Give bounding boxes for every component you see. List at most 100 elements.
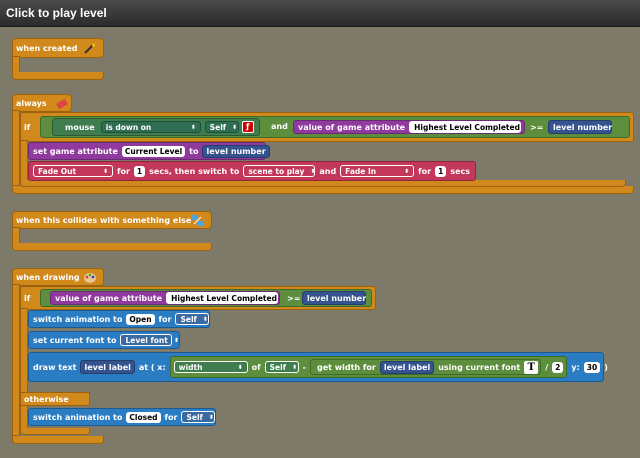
event-when-drawing[interactable]: when drawing xyxy=(12,268,104,286)
value-of-attr-label: value of game attribute xyxy=(298,122,406,132)
otherwise-block[interactable]: otherwise xyxy=(20,392,90,406)
if-block-side xyxy=(20,140,28,182)
for-label: for xyxy=(158,314,172,324)
if-label: if xyxy=(24,123,31,132)
get-width-label: get width for xyxy=(316,362,376,372)
chevron-down-icon: ⬍ xyxy=(291,363,298,371)
game-attribute-value[interactable]: value of game attribute Highest Level Co… xyxy=(293,120,525,134)
actor-picker-icon[interactable]: ƒ xyxy=(241,121,254,133)
set-font-label: set current font to xyxy=(33,335,117,345)
chevron-down-icon: ⬍ xyxy=(190,123,196,131)
divide-value-field[interactable]: 2 xyxy=(552,361,564,373)
event-when-drawing-foot xyxy=(12,436,104,444)
y-label: y: xyxy=(571,362,580,372)
for-label-2: for xyxy=(418,166,432,176)
draw-text-block[interactable]: draw text level label at ( x: width⬍ of … xyxy=(28,352,608,382)
event-always[interactable]: always xyxy=(12,94,72,112)
draw-text-label: draw text xyxy=(33,362,77,372)
event-label: when created xyxy=(16,44,78,53)
at-x-label: at ( x: xyxy=(138,362,166,372)
animation-name-field[interactable]: Open xyxy=(126,313,155,325)
get-width-attribute[interactable]: level label xyxy=(379,360,435,374)
switch-scene-block[interactable]: Fade Out⬍ for 1 secs, then switch to sce… xyxy=(28,161,476,181)
switch-anim-label: switch animation to xyxy=(33,412,123,422)
set-attr-value[interactable]: level number xyxy=(202,144,270,158)
event-label: always xyxy=(16,99,47,108)
chevron-down-icon: ⬍ xyxy=(173,336,179,344)
secs-label: secs xyxy=(450,166,471,176)
then-switch-label: secs, then switch to xyxy=(149,166,240,176)
collision-icon xyxy=(191,214,205,229)
minus-operator: - xyxy=(302,362,306,372)
and-label: and xyxy=(271,122,288,131)
mouse-condition[interactable]: mouse is down on⬍ Self⬍ ƒ xyxy=(52,118,260,136)
text-font-icon: T xyxy=(524,360,539,374)
event-when-drawing-body xyxy=(12,284,20,436)
animation-name-field[interactable]: Closed xyxy=(126,411,161,423)
using-font-label: using current font xyxy=(438,362,521,372)
text-attribute[interactable]: level label xyxy=(80,360,135,374)
get-width-block[interactable]: get width for level label using current … xyxy=(309,359,542,375)
y-value-field[interactable]: 30 xyxy=(583,361,601,373)
set-attr-label: set game attribute xyxy=(33,146,118,156)
set-game-attribute-block[interactable]: set game attribute Current Level to leve… xyxy=(28,142,270,160)
for-label: for xyxy=(164,412,178,422)
attribute-dropdown[interactable]: Highest Level Completed xyxy=(166,292,279,304)
if-block-foot xyxy=(20,180,626,187)
value-of-attr-label: value of game attribute xyxy=(55,293,163,303)
fade-out-secs-field[interactable]: 1 xyxy=(133,165,146,177)
level-number-attribute[interactable]: level number xyxy=(302,291,366,305)
fade-out-dropdown[interactable]: Fade Out⬍ xyxy=(33,165,113,177)
event-when-created-foot xyxy=(12,72,104,80)
chevron-down-icon: ⬍ xyxy=(404,167,410,175)
event-always-foot xyxy=(12,186,634,194)
mouse-state-dropdown[interactable]: is down on⬍ xyxy=(100,121,201,133)
mouse-target-dropdown[interactable]: Self⬍ xyxy=(204,121,239,133)
event-when-collides-foot xyxy=(12,243,212,251)
animation-target-dropdown[interactable]: Self⬍ xyxy=(175,313,210,325)
comparison-operator[interactable]: >= xyxy=(530,123,544,132)
chevron-down-icon: ⬍ xyxy=(310,167,316,175)
mouse-label: mouse xyxy=(65,122,95,132)
paint-palette-icon xyxy=(83,271,97,286)
attribute-dropdown[interactable]: Highest Level Completed xyxy=(409,121,522,133)
close-paren: ) xyxy=(604,362,608,372)
level-number-attribute[interactable]: level number xyxy=(548,120,612,134)
divide-operator: / xyxy=(545,362,549,372)
x-expression[interactable]: width⬍ of Self⬍ - get width for level la… xyxy=(169,356,568,378)
eraser-icon xyxy=(55,97,69,112)
set-attr-name-field[interactable]: Current Level xyxy=(121,145,186,157)
event-label: when drawing xyxy=(16,273,80,282)
otherwise-label: otherwise xyxy=(24,395,69,404)
chevron-down-icon: ⬍ xyxy=(208,413,214,421)
level-number-label: level number xyxy=(553,122,613,132)
event-when-collides[interactable]: when this collides with something else xyxy=(12,211,212,229)
comparison-operator[interactable]: >= xyxy=(287,294,301,303)
window-title: Click to play level xyxy=(6,6,107,20)
event-always-body xyxy=(12,110,20,186)
level-number-label: level number xyxy=(307,293,367,303)
event-when-created[interactable]: when created xyxy=(12,38,104,58)
for-label: for xyxy=(117,166,130,176)
font-dropdown[interactable]: Level font⬍ xyxy=(120,334,179,346)
scene-dropdown[interactable]: scene to play⬍ xyxy=(243,165,315,177)
switch-anim-label: switch animation to xyxy=(33,314,123,324)
chevron-down-icon: ⬍ xyxy=(202,315,208,323)
switch-animation-closed-block[interactable]: switch animation to Closed for Self⬍ xyxy=(28,408,216,426)
magic-wand-icon xyxy=(83,42,97,57)
event-label: when this collides with something else xyxy=(16,216,192,225)
of-target-dropdown[interactable]: Self⬍ xyxy=(264,361,299,373)
and-label-2: and xyxy=(319,166,337,176)
width-dropdown[interactable]: width⬍ xyxy=(173,361,248,373)
fade-in-dropdown[interactable]: Fade In⬍ xyxy=(340,165,415,177)
to-label: to xyxy=(189,146,199,156)
fade-in-secs-field[interactable]: 1 xyxy=(435,165,447,177)
animation-target-dropdown[interactable]: Self⬍ xyxy=(181,411,216,423)
game-attribute-value[interactable]: value of game attribute Highest Level Co… xyxy=(50,291,280,305)
chevron-down-icon: ⬍ xyxy=(232,123,238,131)
window-title-bar: Click to play level xyxy=(0,0,640,27)
chevron-down-icon: ⬍ xyxy=(102,167,108,175)
chevron-down-icon: ⬍ xyxy=(237,363,243,371)
switch-animation-block[interactable]: switch animation to Open for Self⬍ xyxy=(28,310,210,328)
set-font-block[interactable]: set current font to Level font⬍ xyxy=(28,331,180,349)
